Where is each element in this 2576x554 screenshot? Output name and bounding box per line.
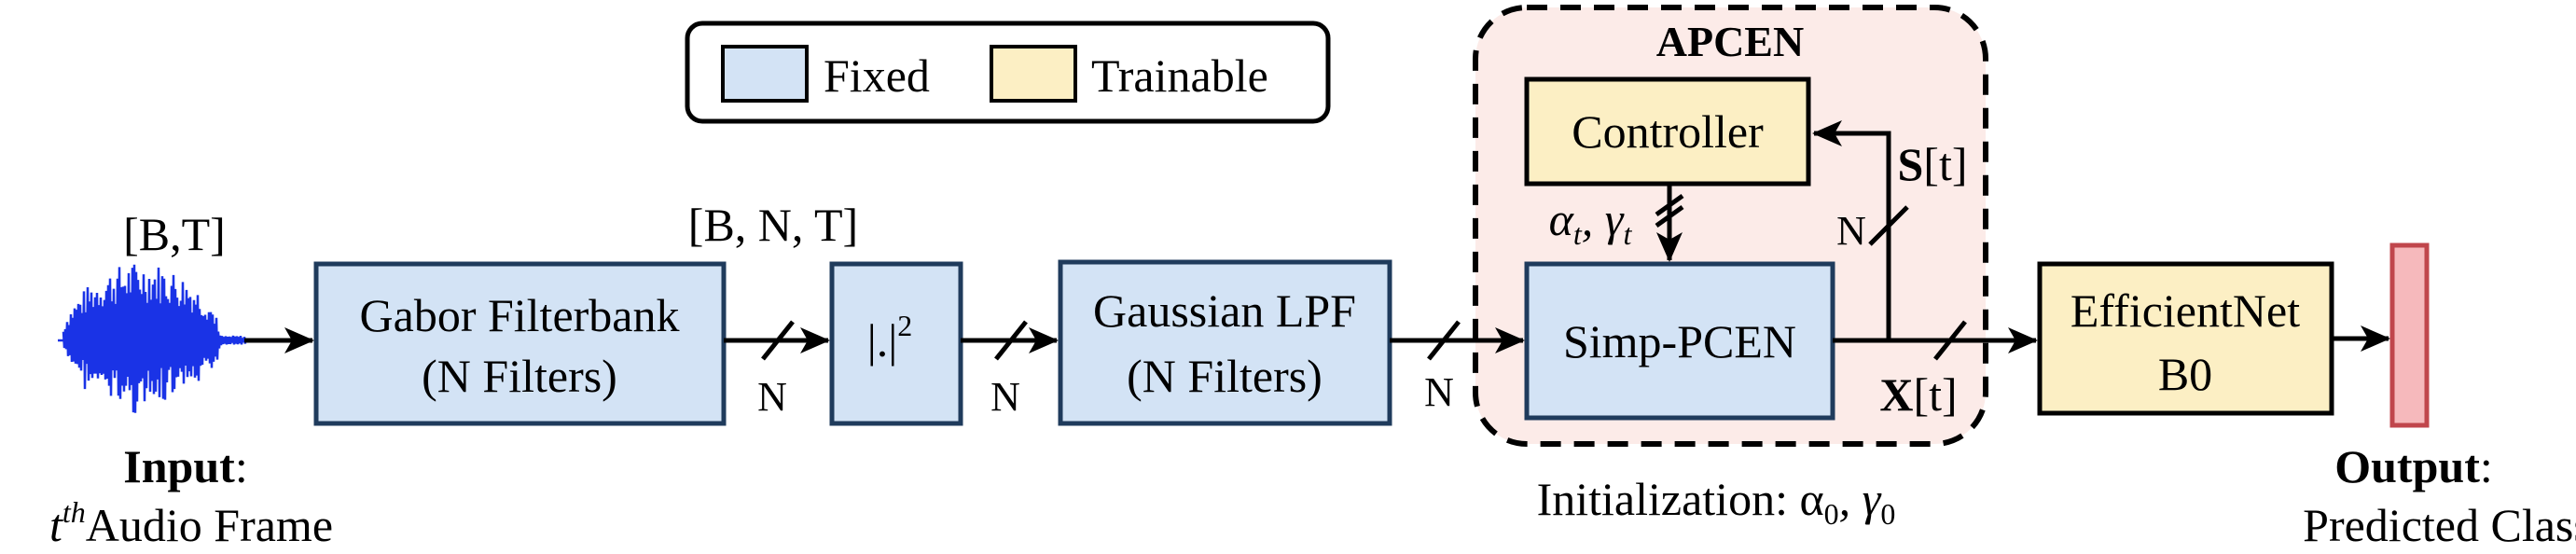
- initialization-label: Initialization: α0, γ0: [1537, 473, 1896, 531]
- bus-slash-params: [1655, 193, 1684, 217]
- gabor-line2: (N Filters): [422, 350, 617, 402]
- efficientnet-line2: B0: [2158, 348, 2212, 400]
- adaptive-params-label: αt, γt: [1549, 193, 1633, 251]
- controller-block: [1524, 76, 1811, 187]
- gabor-filterbank-block: [313, 261, 727, 426]
- legend-fixed-swatch: [721, 45, 809, 103]
- squared-magnitude-block: [829, 261, 963, 426]
- bus-label-2: N: [990, 374, 1020, 420]
- input-frame-caption: tthAudio Frame: [49, 495, 333, 551]
- legend-trainable-swatch: [990, 45, 1077, 103]
- bus-slash-params-2: [1655, 204, 1684, 229]
- legend-trainable-label: Trainable: [1091, 49, 1268, 102]
- output-subtitle: Predicted Class: [2303, 499, 2576, 551]
- bus-label-feedback: N: [1836, 208, 1866, 254]
- controller-label: Controller: [1572, 105, 1764, 158]
- state-label: S[t]: [1897, 138, 1967, 190]
- legend-fixed-label: Fixed: [824, 49, 930, 102]
- efficientnet-block: [2037, 261, 2334, 416]
- bus-label-1: N: [757, 374, 787, 420]
- squared-magnitude-label: |.|2: [867, 309, 913, 367]
- simp-pcen-block: [1524, 261, 1835, 421]
- simp-pcen-label: Simp-PCEN: [1563, 315, 1796, 367]
- input-dims: [B,T]: [123, 208, 226, 260]
- gaussian-lpf-block: [1058, 259, 1392, 426]
- feedback-line: [1812, 120, 1891, 340]
- feature-label: X[t]: [1879, 368, 1957, 421]
- bus-slash-3: [1427, 320, 1461, 361]
- efficientnet-line1: EfficientNet: [2070, 284, 2300, 337]
- bus-slash-1: [761, 320, 795, 361]
- gabor-out-dims: [B, N, T]: [688, 199, 858, 251]
- audio-waveform-icon: [58, 264, 247, 413]
- apcen-title: APCEN: [1656, 18, 1804, 65]
- gabor-line1: Gabor Filterbank: [360, 289, 680, 341]
- input-caption: Input:: [123, 440, 247, 492]
- output-caption: Output:: [2334, 440, 2493, 492]
- bus-slash-4: [1933, 320, 1967, 361]
- bus-slash-2: [994, 320, 1028, 361]
- gaussian-line1: Gaussian LPF: [1093, 284, 1356, 337]
- gaussian-line2: (N Filters): [1127, 350, 1323, 402]
- bus-label-3: N: [1424, 369, 1454, 415]
- bus-slash-feedback: [1868, 205, 1909, 246]
- output-class-bar: [2389, 242, 2430, 428]
